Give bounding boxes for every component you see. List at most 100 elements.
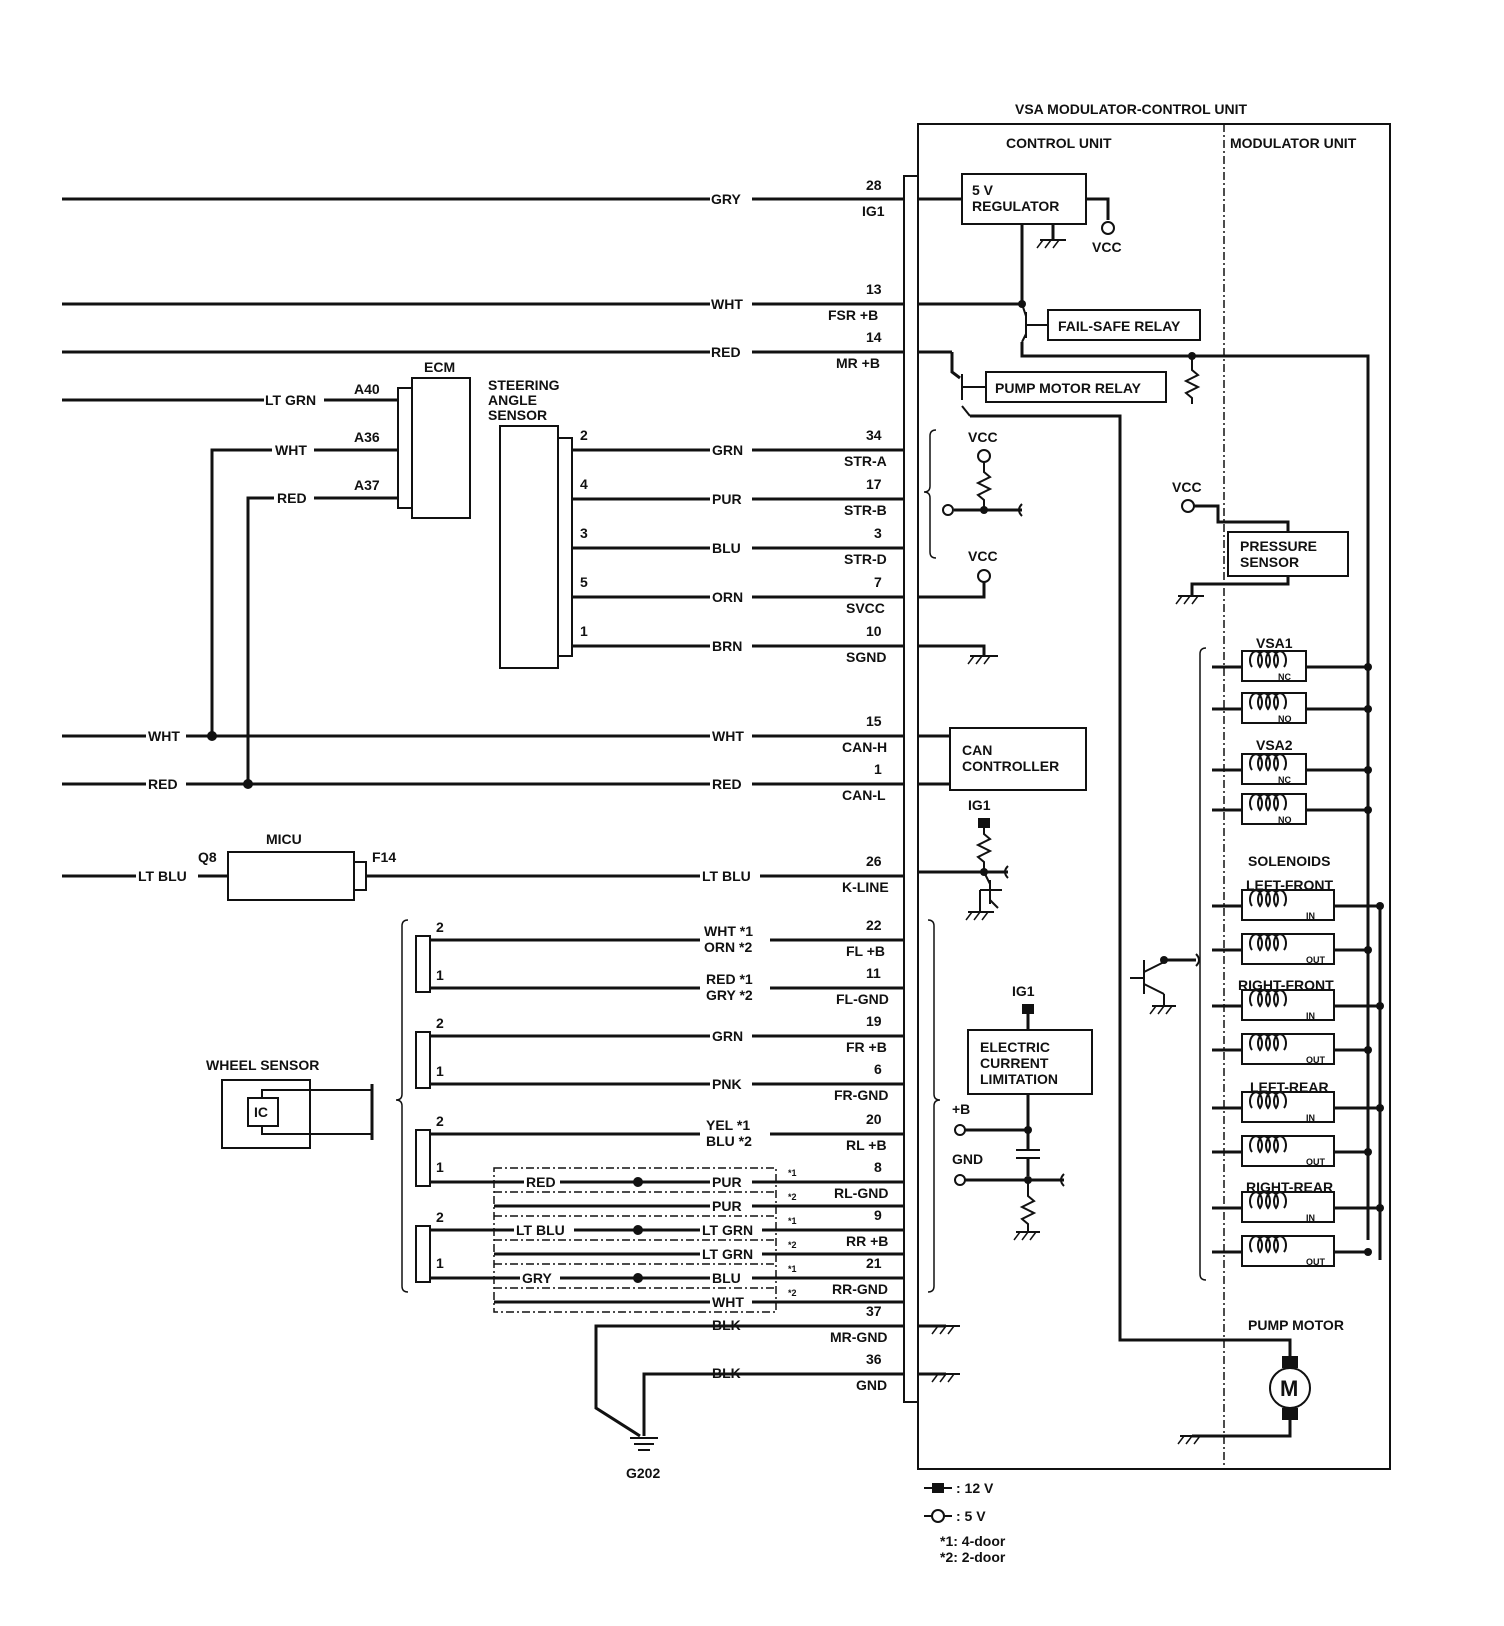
ecm-connector <box>397 387 413 509</box>
wire-pur-str-b: PUR <box>712 491 742 507</box>
term-name-fr-b: FR +B <box>846 1039 887 1055</box>
micu-connector <box>353 861 367 891</box>
term-name-can-l: CAN-L <box>842 787 886 803</box>
term-num-6: 6 <box>874 1061 882 1077</box>
note-2-b: *2 <box>788 1240 797 1250</box>
wire-grn-fr-b: GRN <box>712 1028 743 1044</box>
wire-wht-fsr: WHT <box>711 296 743 312</box>
solenoid-tag-vsa1-nc: NC <box>1278 672 1291 682</box>
wire-wht-ecm: WHT <box>275 442 307 458</box>
wire-pnk-fr-gnd: PNK <box>712 1076 742 1092</box>
legend-5v: : 5 V <box>956 1508 986 1524</box>
wheel-pin-2c: 2 <box>436 1113 444 1129</box>
wire-gry-rr: GRY <box>522 1270 552 1286</box>
solenoid-lr-out <box>1241 1135 1335 1167</box>
wire-lt-blu-rr: LT BLU <box>516 1222 565 1238</box>
term-name-str-a: STR-A <box>844 453 887 469</box>
wheel-pin-1b: 1 <box>436 1063 444 1079</box>
pump-motor-relay-label: PUMP MOTOR RELAY <box>995 380 1142 396</box>
wire-brn-sgnd: BRN <box>712 638 742 654</box>
wire-blu-gnd: BLU <box>712 1270 741 1286</box>
wire-lt-blu-k-line: LT BLU <box>702 868 751 884</box>
wire-red-can-left: RED <box>148 776 178 792</box>
term-num-15: 15 <box>866 713 882 729</box>
term-num-17: 17 <box>866 476 882 492</box>
steer-pin-5: 5 <box>580 574 588 590</box>
coil-lr-out <box>1249 1135 1287 1154</box>
ground-g202: G202 <box>626 1465 660 1481</box>
right-rear-label: RIGHT-REAR <box>1246 1179 1333 1195</box>
wire-fl-gnd-2: GRY *2 <box>706 987 753 1003</box>
wire-fl-b-1: WHT *1 <box>704 923 753 939</box>
left-rear-label: LEFT-REAR <box>1250 1079 1329 1095</box>
term-name-mr-gnd: MR-GND <box>830 1329 888 1345</box>
wire-wht-can-h: WHT <box>712 728 744 744</box>
term-num-7: 7 <box>874 574 882 590</box>
ic-label: IC <box>254 1104 268 1120</box>
left-front-label: LEFT-FRONT <box>1246 877 1334 893</box>
term-num-1: 1 <box>874 761 882 777</box>
term-num-13: 13 <box>866 281 882 297</box>
vcc-label-str: VCC <box>968 429 998 445</box>
gnd-label: GND <box>952 1151 983 1167</box>
term-num-20: 20 <box>866 1111 882 1127</box>
can-controller-box <box>949 727 1087 791</box>
ecm-pin-a37: A37 <box>354 477 380 493</box>
fail-safe-relay-box <box>1047 309 1201 341</box>
pressure-sensor-box <box>1227 531 1349 577</box>
wire-blk-2: BLK <box>712 1365 741 1381</box>
wire-lt-grn-mr-gnd: LT GRN <box>702 1246 753 1262</box>
note-2-a: *2 <box>788 1192 797 1202</box>
coil-rr-out <box>1249 1235 1287 1254</box>
solenoid-rf-in <box>1241 989 1335 1021</box>
legend-12v: : 12 V <box>956 1480 994 1496</box>
pump-motor-label: PUMP MOTOR <box>1248 1317 1344 1333</box>
vcc-label-reg: VCC <box>1092 239 1122 255</box>
wire-grn-str-a: GRN <box>712 442 743 458</box>
term-name-rl-gnd: RL-GND <box>834 1185 888 1201</box>
term-name-k-line: K-LINE <box>842 879 889 895</box>
control-unit-label: CONTROL UNIT <box>1006 135 1112 151</box>
coil-lr-in <box>1249 1091 1287 1110</box>
term-num-36: 36 <box>866 1351 882 1367</box>
term-num-22: 22 <box>866 917 882 933</box>
wheel-pin-1a: 1 <box>436 967 444 983</box>
micu-box <box>227 851 355 901</box>
legend-note-1: *1: 4-door <box>940 1533 1006 1549</box>
wire-blu-str-d: BLU <box>712 540 741 556</box>
coil-vsa2-no <box>1249 793 1287 812</box>
coil-lf-in <box>1249 889 1287 908</box>
term-num-37: 37 <box>866 1303 882 1319</box>
steer-pin-1: 1 <box>580 623 588 639</box>
steer-pin-4: 4 <box>580 476 588 492</box>
term-name-gnd: GND <box>856 1377 887 1393</box>
wire-red-mr: RED <box>711 344 741 360</box>
solenoid-lf-in <box>1241 889 1335 921</box>
junction-rr-out <box>1364 1248 1372 1256</box>
wire-red-can-l: RED <box>712 776 742 792</box>
steer-pin-2: 2 <box>580 427 588 443</box>
solenoid-rr-out <box>1241 1235 1335 1267</box>
note-1-a: *1 <box>788 1168 797 1178</box>
wire-rl-b-2: BLU *2 <box>706 1133 752 1149</box>
wire-wht-harness: WHT <box>712 1294 744 1310</box>
term-num-3: 3 <box>874 525 882 541</box>
coil-rf-in <box>1249 989 1287 1008</box>
term-name-svcc: SVCC <box>846 600 885 616</box>
micu-label: MICU <box>266 831 302 847</box>
junction-vsa1-no <box>1364 705 1372 713</box>
note-1-c: *1 <box>788 1264 797 1274</box>
solenoid-tag-rf-out: OUT <box>1306 1055 1326 1065</box>
solenoid-lr-in <box>1241 1091 1335 1123</box>
vsa2-label: VSA2 <box>1256 737 1293 753</box>
wire-blk-1: BLK <box>712 1317 741 1333</box>
motor-m: M <box>1280 1376 1298 1401</box>
vcc-label-svcc: VCC <box>968 548 998 564</box>
wire-rl-b-1: YEL *1 <box>706 1117 750 1133</box>
wire-pur-rr-b: PUR <box>712 1198 742 1214</box>
wire-orn-svcc: ORN <box>712 589 743 605</box>
ecm-label: ECM <box>424 359 455 375</box>
junction-vsa2-nc <box>1364 766 1372 774</box>
